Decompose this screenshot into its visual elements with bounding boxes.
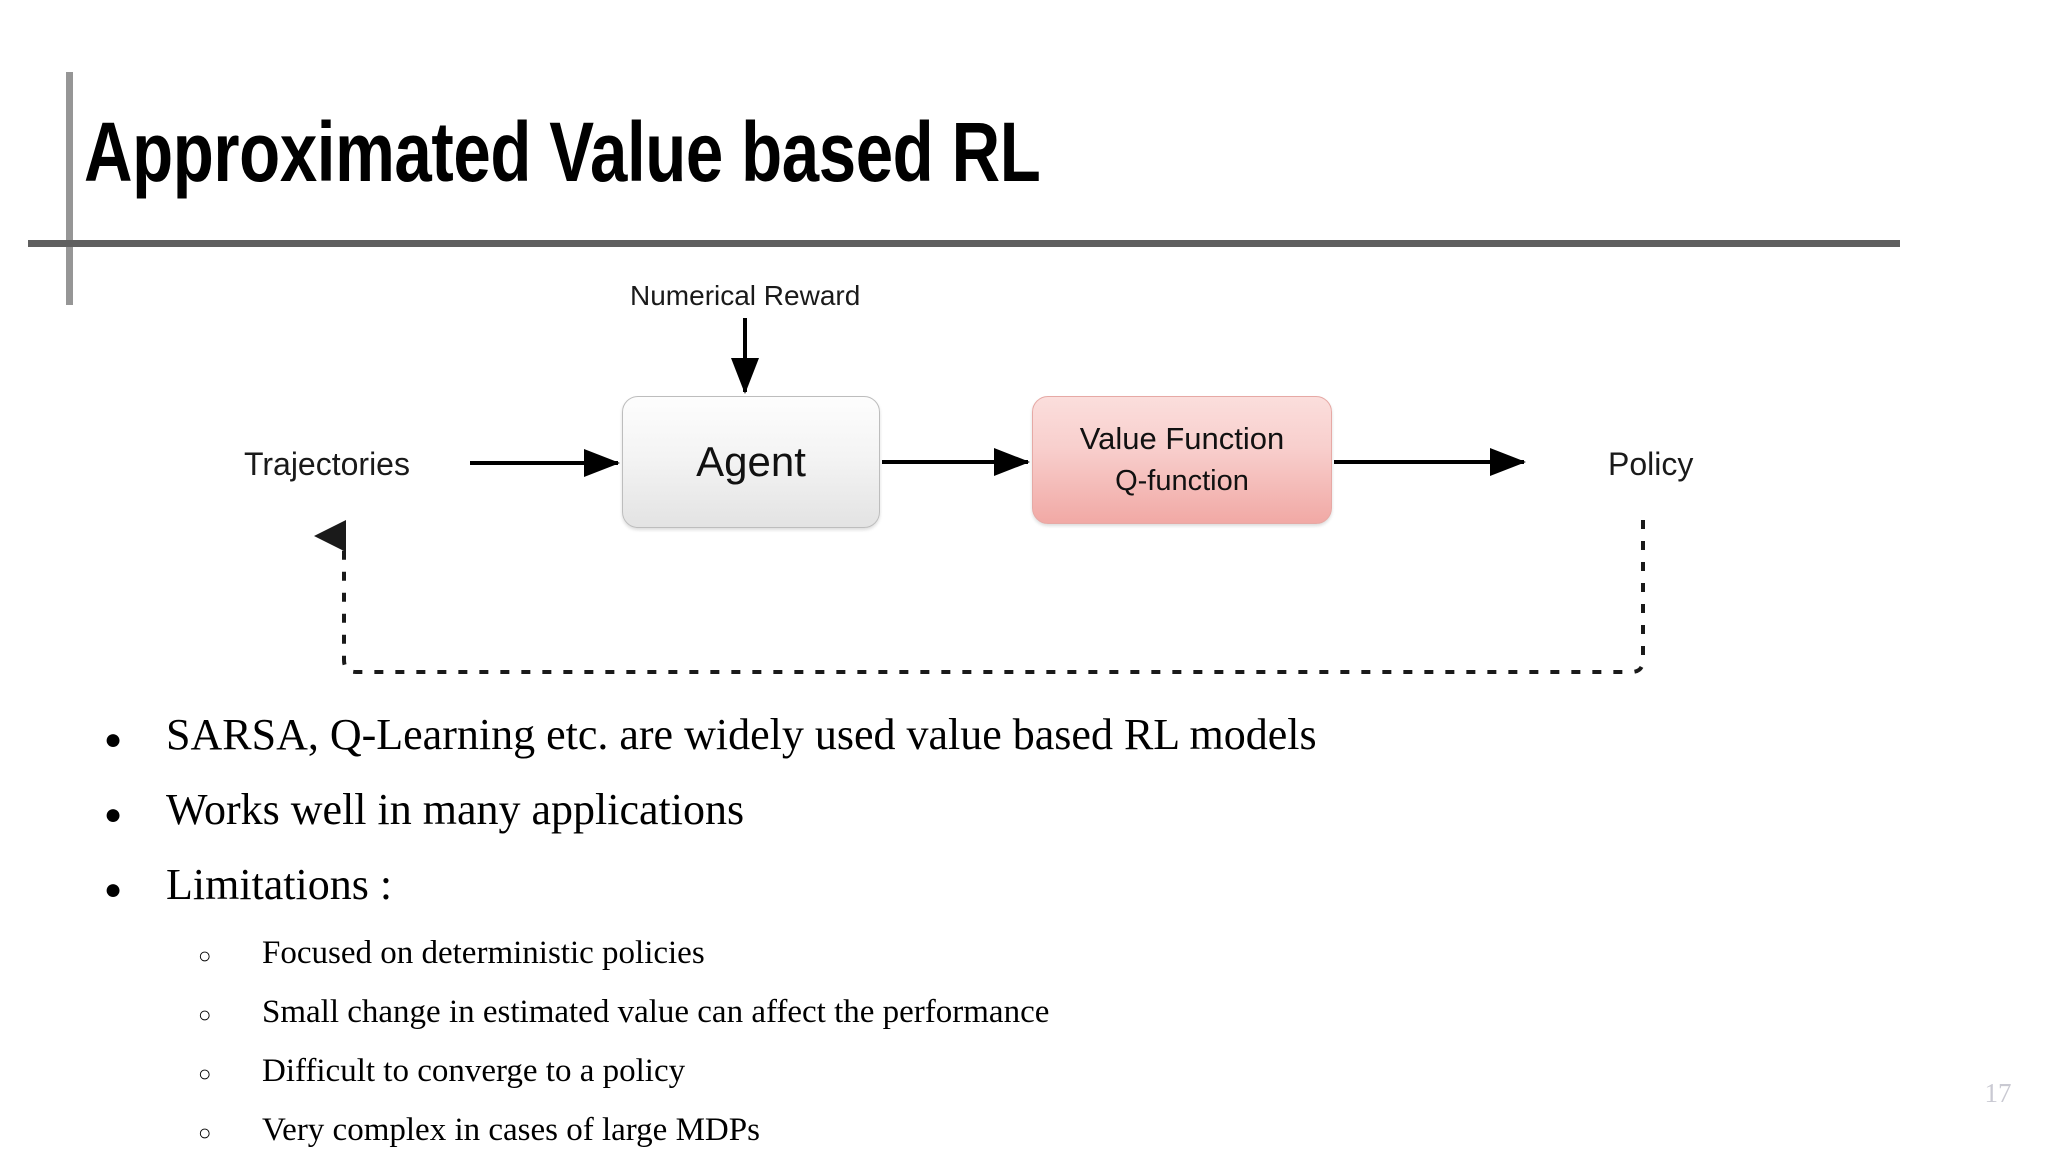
bullet-list: ● SARSA, Q-Learning etc. are widely used…: [96, 700, 1896, 1152]
diagram-label-numerical-reward: Numerical Reward: [630, 280, 861, 311]
agent-node-label: Agent: [696, 438, 806, 485]
title-horizontal-rule: [28, 240, 1900, 247]
list-item: ○ Very complex in cases of large MDPs: [192, 1102, 1896, 1152]
list-item-text: Very complex in cases of large MDPs: [262, 1112, 760, 1148]
bullet-marker-level2: ○: [198, 1120, 212, 1145]
value-function-node-label-line2: Q-function: [1115, 465, 1249, 497]
diagram-label-trajectories: Trajectories: [244, 446, 410, 482]
list-item: ○ Small change in estimated value can af…: [192, 984, 1896, 1043]
list-item-text: Small change in estimated value can affe…: [262, 994, 1050, 1030]
feedback-loop-dashed-path: [314, 520, 1645, 674]
diagram-node-value-function: Value Function Q-function: [1032, 396, 1332, 524]
list-item-text: Limitations :: [166, 860, 393, 909]
bullet-marker-level2: ○: [198, 1002, 212, 1027]
bullet-marker-level1: ●: [104, 723, 123, 756]
bullet-marker-level2: ○: [198, 943, 212, 968]
title-vertical-rule: [66, 72, 73, 305]
list-item-text: Difficult to converge to a policy: [262, 1053, 686, 1089]
page-title: Approximated Value based RL: [84, 105, 1041, 199]
bullet-marker-level1: ●: [104, 873, 123, 906]
bullet-marker-level1: ●: [104, 798, 123, 831]
list-item: ● Limitations :: [96, 850, 1896, 925]
list-item: ● SARSA, Q-Learning etc. are widely used…: [96, 700, 1896, 775]
value-function-node-label-line1: Value Function: [1079, 421, 1285, 456]
list-item-text: Works well in many applications: [166, 785, 745, 834]
list-item: ● Works well in many applications: [96, 775, 1896, 850]
diagram-label-policy: Policy: [1608, 446, 1694, 482]
page-number: 17: [1984, 1078, 2012, 1108]
list-item-text: Focused on deterministic policies: [262, 935, 705, 971]
list-item: ○ Difficult to converge to a policy: [192, 1043, 1896, 1102]
bullet-marker-level2: ○: [198, 1061, 212, 1086]
list-item: ○ Focused on deterministic policies: [192, 925, 1896, 984]
list-item-text: SARSA, Q-Learning etc. are widely used v…: [166, 710, 1317, 759]
diagram-node-agent: Agent: [622, 396, 880, 528]
